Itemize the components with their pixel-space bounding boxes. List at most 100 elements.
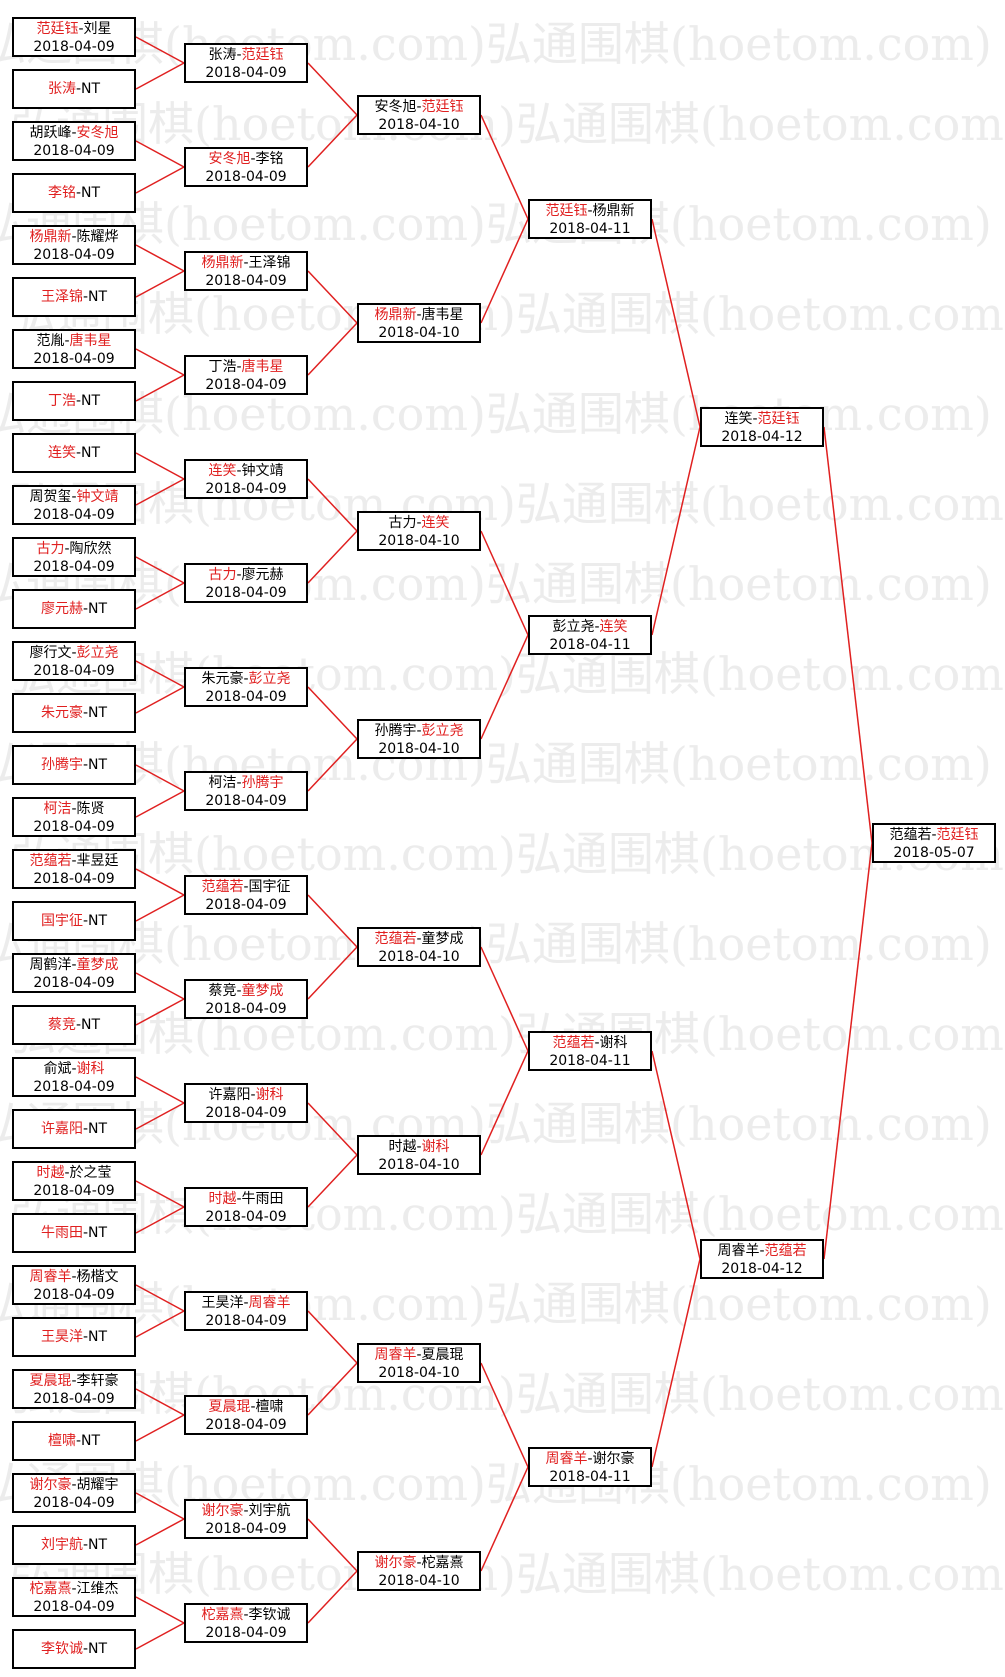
player-one: 朱元豪 (40, 705, 83, 721)
players-separator: - (250, 151, 256, 167)
match-date: 2018-04-09 (33, 871, 115, 887)
match-players: 柯洁-孙腾宇 (186, 774, 306, 792)
match-players: 王泽锦-NT (14, 288, 134, 306)
player-one: 谢尔豪 (374, 1555, 417, 1571)
player-two: 唐韦星 (421, 307, 464, 323)
watermark-text: 弘通围棋(hoetom.com)弘通围棋(hoetom.com) (10, 1007, 1005, 1061)
match-players: 范廷钰-刘星 (14, 20, 134, 38)
match-players: 时越-牛雨田 (186, 1190, 306, 1208)
players-separator: - (71, 1269, 77, 1285)
player-one: 李铭 (47, 185, 76, 201)
match-players: 丁浩-唐韦星 (186, 358, 306, 376)
player-two: 陈耀烨 (76, 229, 119, 245)
match-players: 范胤-唐韦星 (14, 332, 134, 350)
player-two: 彭立尧 (76, 645, 119, 661)
players-separator: - (236, 983, 242, 999)
player-two: 连笑 (599, 619, 628, 635)
players-separator: - (594, 619, 600, 635)
player-one: 古力 (208, 567, 237, 583)
player-two: NT (81, 1017, 101, 1033)
match-date: 2018-04-09 (33, 39, 115, 55)
player-one: 安冬旭 (208, 151, 251, 167)
match-players: 周睿羊-谢尔豪 (530, 1450, 650, 1468)
player-one: 连笑 (724, 411, 753, 427)
player-one: 周睿羊 (545, 1451, 588, 1467)
match-date: 2018-05-07 (893, 845, 975, 861)
match-players: 李钦诚-NT (14, 1640, 134, 1658)
connector-line (135, 972, 185, 1000)
player-two: NT (81, 81, 101, 97)
match-players: 蔡竞-童梦成 (186, 982, 306, 1000)
player-one: 范蕴若 (29, 853, 72, 869)
match-players: 范蕴若-谢科 (530, 1034, 650, 1052)
connector-line (135, 582, 185, 610)
match-date: 2018-04-09 (33, 975, 115, 991)
players-separator: - (75, 393, 82, 409)
player-two: 胡耀宇 (76, 1477, 119, 1493)
player-two: NT (88, 1537, 108, 1553)
match-date: 2018-04-09 (205, 273, 287, 289)
player-one: 张涛 (208, 47, 237, 63)
player-one: 杨鼎新 (29, 229, 72, 245)
players-separator: - (416, 931, 422, 947)
player-two: 李轩豪 (76, 1373, 119, 1389)
player-one: 廖行文 (29, 645, 72, 661)
players-separator: - (82, 1537, 89, 1553)
player-one: 牛雨田 (40, 1225, 83, 1241)
match-date: 2018-04-09 (205, 689, 287, 705)
player-two: 童梦成 (241, 983, 284, 999)
players-separator: - (71, 1477, 77, 1493)
match-players: 范蕴若-范廷钰 (874, 826, 994, 844)
match-players: 蔡竞-NT (14, 1016, 134, 1034)
player-one: 孙腾宇 (40, 757, 83, 773)
watermark-text: 弘通围棋(hoetom.com)弘通围棋(hoetom.com) (10, 97, 1005, 151)
match-players: 柁嘉熹-李钦诚 (186, 1606, 306, 1624)
player-two: NT (88, 1225, 108, 1241)
match-players: 牛雨田-NT (14, 1224, 134, 1242)
watermark-text: 弘通围棋(hoetom.com)弘通围棋(hoetom.com) (10, 1547, 1005, 1601)
match-players: 范蕴若-国宇征 (186, 878, 306, 896)
connector-line (480, 530, 529, 636)
watermark-text: 弘通围棋(hoetom.com)弘通围棋(hoetom.com) (0, 1277, 992, 1331)
match-date: 2018-04-09 (33, 1183, 115, 1199)
player-one: 张涛 (47, 81, 76, 97)
match-players: 连笑-钟文靖 (186, 462, 306, 480)
match-date: 2018-04-09 (205, 1625, 287, 1641)
match-date: 2018-04-09 (205, 1417, 287, 1433)
match-date: 2018-04-09 (33, 1495, 115, 1511)
player-one: 周睿羊 (717, 1243, 760, 1259)
players-separator: - (71, 801, 77, 817)
match-players: 朱元豪-彭立尧 (186, 670, 306, 688)
player-two: 谢科 (599, 1035, 628, 1051)
player-one: 蔡竞 (47, 1017, 76, 1033)
match-players: 范蕴若-童梦成 (359, 930, 479, 948)
players-separator: - (64, 333, 70, 349)
players-separator: - (243, 1607, 249, 1623)
player-two: NT (81, 445, 101, 461)
connector-line (135, 790, 185, 818)
player-two: 安冬旭 (76, 125, 119, 141)
players-separator: - (594, 1035, 600, 1051)
players-separator: - (71, 489, 77, 505)
match-box: 连笑-NT (12, 433, 136, 473)
connector-line (651, 218, 701, 428)
match-players: 许嘉阳-NT (14, 1120, 134, 1138)
